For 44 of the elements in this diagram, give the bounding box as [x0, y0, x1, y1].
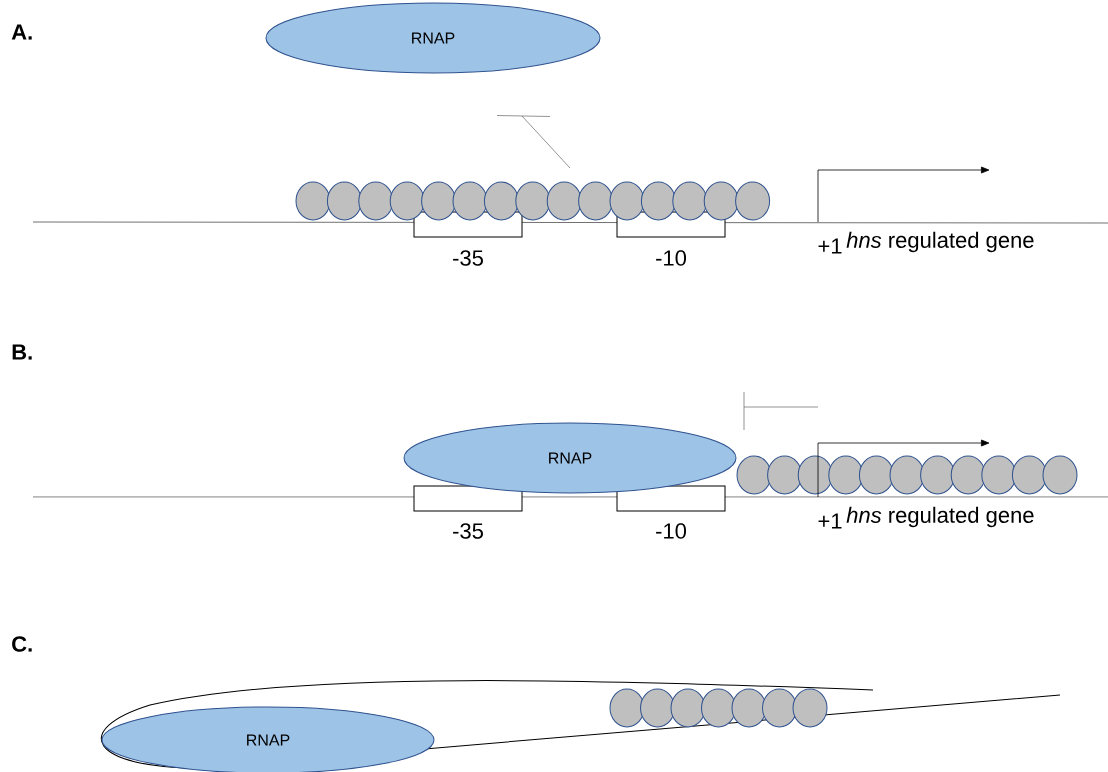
hns-protein	[326, 181, 362, 221]
hns-protein	[858, 455, 894, 495]
hns-protein	[546, 181, 582, 221]
position-label: +1	[818, 513, 842, 529]
hns-protein	[981, 455, 1017, 495]
hns-protein	[703, 181, 739, 221]
hns-protein	[701, 688, 736, 728]
hns-protein	[295, 181, 331, 221]
hns-protein	[640, 688, 675, 728]
panel-label: B.	[12, 344, 32, 360]
gene-label: hns regulated gene	[846, 506, 1034, 528]
hns-protein	[640, 181, 676, 221]
hns-protein	[452, 181, 488, 221]
node-label: -10	[656, 250, 687, 266]
hns-protein	[483, 181, 519, 221]
node-label: -10	[656, 523, 687, 539]
hns-protein	[731, 688, 767, 728]
hns-protein	[358, 181, 394, 221]
hns-protein	[672, 181, 708, 221]
hns-protein	[578, 181, 614, 221]
hns-protein	[609, 688, 645, 728]
hns-protein	[670, 688, 706, 728]
node-label: -35	[453, 523, 483, 539]
hns-protein	[515, 181, 551, 221]
hns-protein	[1011, 455, 1047, 495]
hns-protein	[792, 688, 828, 728]
hns-protein	[828, 455, 864, 495]
node-label: -35	[453, 250, 483, 266]
hns-protein	[767, 455, 803, 495]
hns-protein	[762, 688, 797, 728]
hns-protein	[735, 181, 771, 221]
hns-protein	[889, 455, 925, 495]
hns-protein	[736, 455, 772, 495]
hns-protein	[1042, 455, 1078, 495]
hns-protein	[389, 181, 425, 221]
hns-protein	[421, 181, 457, 221]
panel-label: C.	[12, 636, 32, 652]
panel-label: A.	[11, 24, 32, 40]
hns-protein	[950, 455, 986, 495]
gene-label: hns regulated gene	[846, 231, 1034, 253]
hns-protein	[797, 455, 833, 495]
hns-protein	[920, 455, 956, 495]
position-label: +1	[818, 238, 842, 254]
hns-protein	[609, 181, 645, 221]
